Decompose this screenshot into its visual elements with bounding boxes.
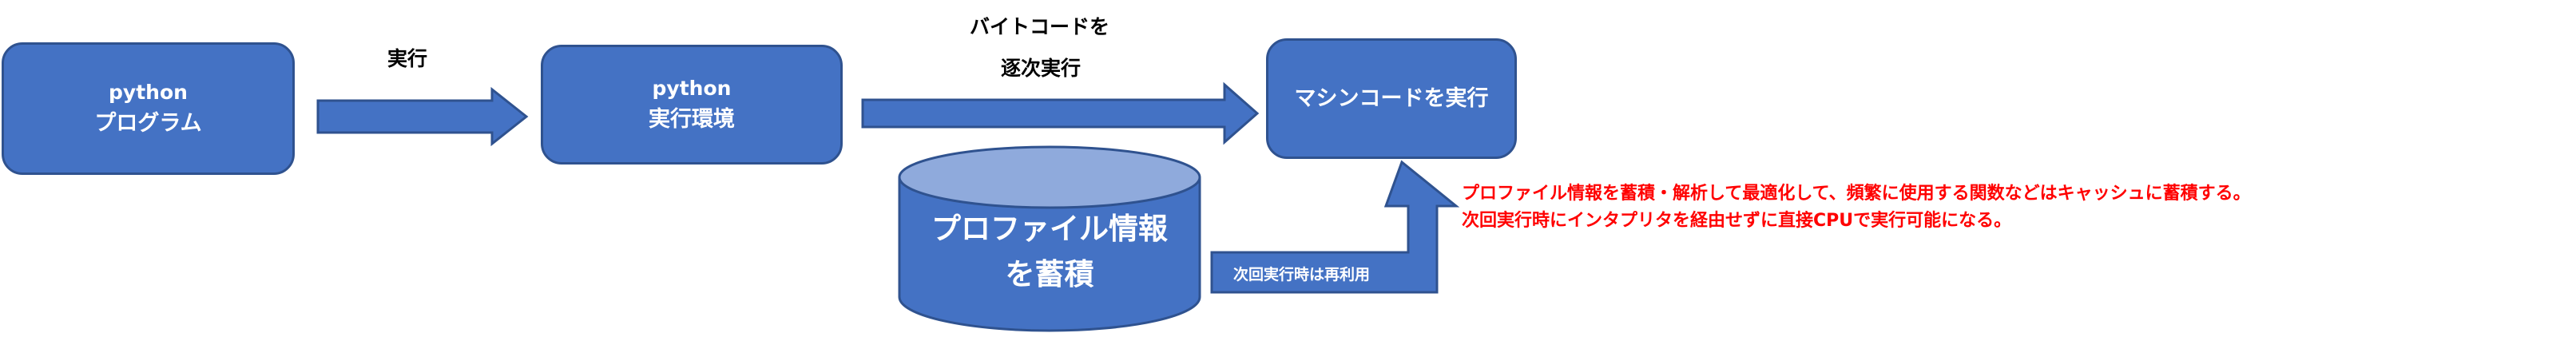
bytecode-arrow (861, 81, 1260, 145)
explanation-line1: プロファイル情報を蓄積・解析して最適化して、頻繁に使用する関数などはキャッシュに… (1462, 184, 2251, 204)
execute-arrow (316, 86, 529, 147)
execute-label: 実行 (387, 47, 428, 70)
reuse-label: 次回実行時は再利用 (1233, 266, 1371, 283)
python-runtime-line2: 実行環境 (649, 106, 735, 132)
python-program-line2: プログラム (94, 110, 202, 136)
bytecode-label-line2: 逐次実行 (1001, 57, 1082, 80)
explanation-note: プロファイル情報を蓄積・解析して最適化して、頻繁に使用する関数などはキャッシュに… (1462, 180, 2251, 235)
profile-storage-text: プロファイル情報 を蓄積 (897, 206, 1202, 298)
explanation-line2: 次回実行時にインタプリタを経由せずに直接CPUで実行可能になる。 (1462, 211, 2012, 232)
profile-storage-cylinder (898, 145, 1201, 332)
reuse-arrow (1210, 160, 1460, 294)
bytecode-label-line1: バイトコードを (970, 15, 1110, 38)
python-program-line1: python (109, 81, 188, 105)
python-runtime-line1: python (652, 77, 732, 101)
python-program-box: python プログラム (2, 42, 295, 175)
profile-storage-line1: プロファイル情報 (931, 212, 1168, 246)
profile-storage-line2: を蓄積 (1005, 257, 1094, 292)
machine-code-box: マシンコードを実行 (1266, 38, 1517, 159)
python-runtime-box: python 実行環境 (541, 45, 843, 165)
machine-code-label: マシンコードを実行 (1294, 85, 1489, 111)
